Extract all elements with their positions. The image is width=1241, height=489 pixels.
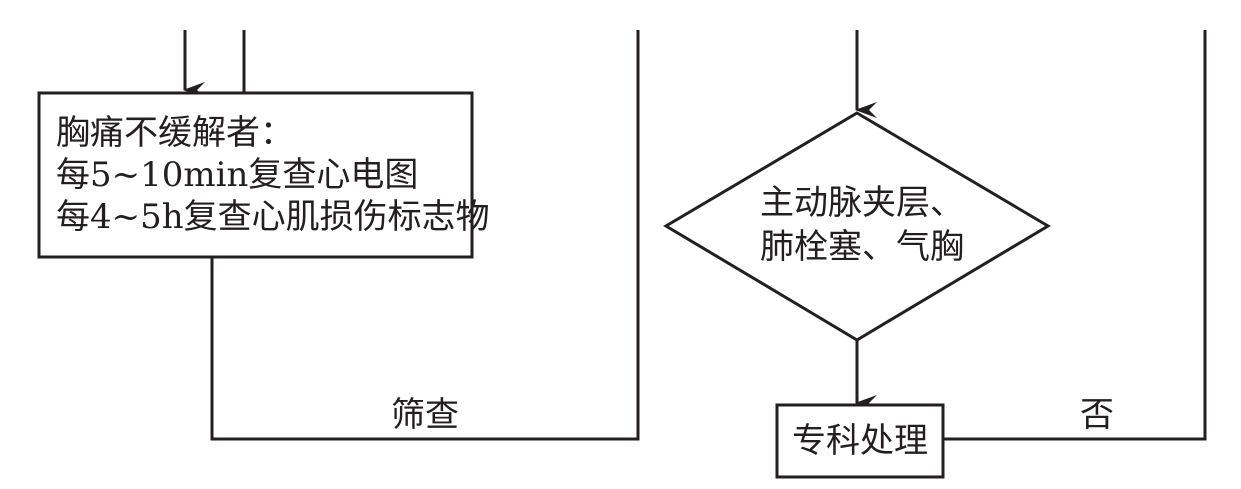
decision-line-1: 主动脉夹层、 <box>760 183 964 223</box>
action-box <box>775 403 945 479</box>
left-box-line-3: 每4~5h复查心肌损伤标志物 <box>56 197 490 237</box>
screening-connector <box>210 30 640 441</box>
screening-label: 筛查 <box>391 395 459 435</box>
left-box-line-1: 胸痛不缓解者： <box>56 113 294 153</box>
left-process-box <box>37 91 474 259</box>
decision-line-2: 肺栓塞、气胸 <box>760 227 964 267</box>
no-connector <box>943 30 1207 441</box>
no-label: 否 <box>1080 395 1114 435</box>
left-box-line-2: 每5~10min复查心电图 <box>56 155 419 195</box>
action-box-label: 专科处理 <box>792 421 928 461</box>
